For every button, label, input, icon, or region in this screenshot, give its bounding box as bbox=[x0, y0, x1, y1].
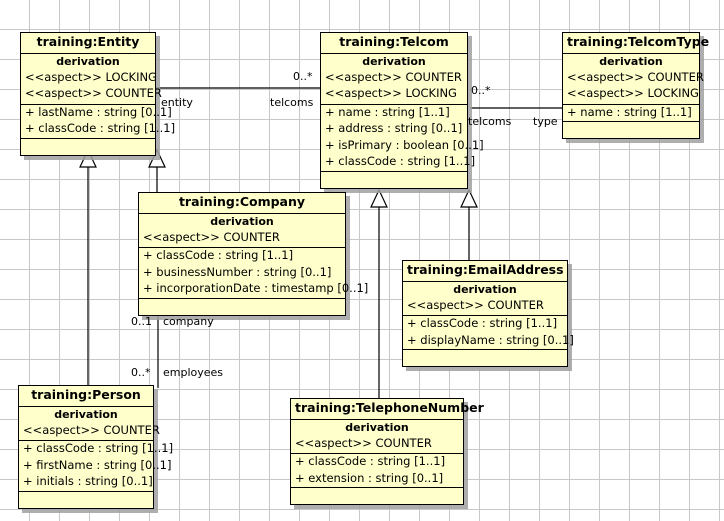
class-stereotype-block: derivation <<aspect>> COUNTER bbox=[291, 420, 463, 454]
attribute-item: + incorporationDate : timestamp [0..1] bbox=[143, 281, 369, 295]
class-training-entity[interactable]: training:Entity derivation <<aspect>> LO… bbox=[20, 32, 176, 156]
attribute-item: + isPrimary : boolean [0..1] bbox=[325, 137, 484, 152]
edge-label-company-role: company bbox=[163, 315, 214, 328]
class-operations bbox=[139, 297, 345, 315]
derivation-label: derivation bbox=[599, 54, 663, 68]
attribute-item: + classCode : string [1..1] bbox=[325, 154, 476, 168]
edge-label-telcomtype-multiplicity: 0..* bbox=[471, 84, 491, 97]
class-stereotype-block: derivation <<aspect>> COUNTER bbox=[139, 214, 345, 248]
attribute-item: + firstName : string [0..1] bbox=[23, 457, 172, 472]
attribute-item: + lastName : string [0..1] bbox=[25, 104, 172, 119]
attribute-item: + displayName : string [0..1] bbox=[407, 332, 574, 347]
aspect-item: <<aspect>> LOCKING bbox=[25, 69, 157, 84]
class-stereotype-block: derivation <<aspect>> COUNTER <<aspect>>… bbox=[321, 54, 467, 105]
class-stereotype-block: derivation <<aspect>> COUNTER <<aspect>>… bbox=[563, 54, 704, 105]
edge-label-entity-role: entity bbox=[161, 96, 193, 109]
derivation-label: derivation bbox=[362, 54, 426, 68]
edge-label-telcom-multiplicity: 0..* bbox=[293, 70, 313, 83]
attribute-item: + businessNumber : string [0..1] bbox=[143, 264, 332, 279]
class-attributes: + classCode : string [1..1] + businessNu… bbox=[139, 248, 369, 298]
class-operations bbox=[321, 170, 467, 188]
derivation-label: derivation bbox=[345, 420, 409, 434]
class-stereotype-block: derivation <<aspect>> LOCKING <<aspect>>… bbox=[21, 54, 162, 105]
derivation-label: derivation bbox=[54, 407, 118, 421]
attribute-item: + classCode : string [1..1] bbox=[295, 454, 446, 468]
attribute-item: + classCode : string [1..1] bbox=[25, 121, 176, 135]
aspect-item: <<aspect>> LOCKING bbox=[567, 86, 699, 100]
class-training-telephonenumber[interactable]: training:TelephoneNumber derivation <<as… bbox=[290, 398, 484, 505]
class-training-telcomtype[interactable]: training:TelcomType derivation <<aspect>… bbox=[562, 32, 709, 139]
edge-label-telcoms-role: telcoms bbox=[270, 96, 314, 109]
class-training-emailaddress[interactable]: training:EmailAddress derivation <<aspec… bbox=[402, 260, 574, 367]
class-operations bbox=[563, 121, 699, 138]
class-operations bbox=[21, 137, 155, 155]
attribute-item: + initials : string [0..1] bbox=[23, 474, 153, 488]
attribute-item: + classCode : string [1..1] bbox=[23, 441, 174, 455]
attribute-item: + name : string [1..1] bbox=[567, 104, 692, 119]
aspect-item: <<aspect>> COUNTER bbox=[295, 435, 432, 450]
class-attributes: + classCode : string [1..1] + firstName … bbox=[19, 441, 174, 491]
aspect-item: <<aspect>> COUNTER bbox=[25, 86, 162, 100]
class-title: training:Telcom bbox=[321, 33, 467, 54]
attribute-item: + extension : string [0..1] bbox=[295, 470, 444, 485]
class-attributes: + name : string [1..1] bbox=[563, 105, 699, 122]
attribute-item: + name : string [1..1] bbox=[325, 104, 450, 119]
class-training-company[interactable]: training:Company derivation <<aspect>> C… bbox=[138, 192, 369, 316]
class-operations bbox=[19, 490, 153, 508]
aspect-item: <<aspect>> COUNTER bbox=[407, 297, 544, 312]
class-operations bbox=[403, 349, 567, 366]
derivation-label: derivation bbox=[56, 54, 120, 68]
edge-label-telcoms-role-2: telcoms bbox=[468, 115, 512, 128]
class-attributes: + classCode : string [1..1] + extension … bbox=[291, 454, 463, 487]
class-stereotype-block: derivation <<aspect>> COUNTER bbox=[19, 407, 160, 441]
class-title: training:TelcomType bbox=[563, 33, 709, 54]
aspect-item: <<aspect>> COUNTER bbox=[23, 422, 160, 437]
edge-label-company-multiplicity: 0..1 bbox=[131, 315, 152, 328]
edge-label-employees-role: employees bbox=[163, 366, 224, 379]
attribute-item: + address : string [0..1] bbox=[325, 121, 463, 135]
attribute-item: + classCode : string [1..1] bbox=[407, 316, 558, 330]
aspect-item: <<aspect>> LOCKING bbox=[325, 86, 457, 100]
edge-label-employees-multiplicity: 0..* bbox=[131, 366, 151, 379]
class-attributes: + classCode : string [1..1] + displayNam… bbox=[403, 316, 574, 349]
derivation-label: derivation bbox=[453, 282, 517, 296]
class-training-telcom[interactable]: training:Telcom derivation <<aspect>> CO… bbox=[320, 32, 484, 189]
class-attributes: + lastName : string [0..1] + classCode :… bbox=[21, 104, 176, 138]
class-title: training:Entity bbox=[21, 33, 155, 54]
class-stereotype-block: derivation <<aspect>> COUNTER bbox=[403, 282, 567, 316]
derivation-label: derivation bbox=[210, 214, 274, 228]
aspect-item: <<aspect>> COUNTER bbox=[567, 69, 704, 84]
class-operations bbox=[291, 487, 463, 504]
aspect-item: <<aspect>> COUNTER bbox=[143, 229, 280, 244]
class-title: training:TelephoneNumber bbox=[291, 399, 484, 420]
class-title: training:Person bbox=[19, 386, 153, 407]
aspect-item: <<aspect>> COUNTER bbox=[325, 69, 462, 84]
class-attributes: + name : string [1..1] + address : strin… bbox=[321, 104, 484, 171]
class-title: training:EmailAddress bbox=[403, 261, 567, 282]
edge-label-type-role: type bbox=[533, 115, 558, 128]
class-training-person[interactable]: training:Person derivation <<aspect>> CO… bbox=[18, 385, 174, 509]
attribute-item: + classCode : string [1..1] bbox=[143, 248, 294, 262]
class-title: training:Company bbox=[139, 193, 345, 214]
